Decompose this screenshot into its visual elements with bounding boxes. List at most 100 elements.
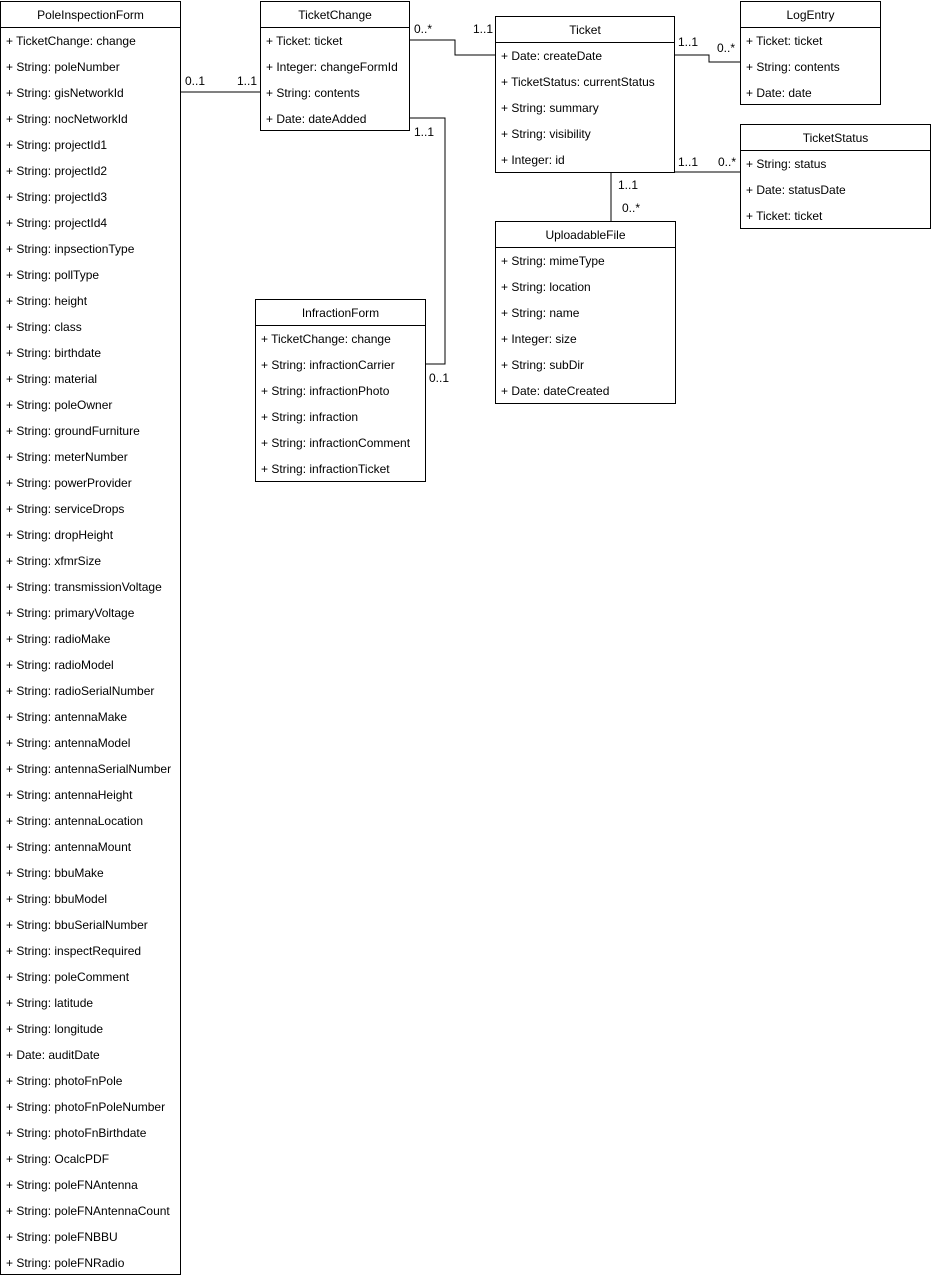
class-title: Ticket bbox=[496, 17, 674, 43]
class-attribute: + String: infractionCarrier bbox=[261, 358, 395, 372]
class-uploadable-file: UploadableFile + String: mimeType+ Strin… bbox=[495, 221, 676, 404]
class-attribute: + TicketChange: change bbox=[6, 34, 136, 48]
class-title: TicketChange bbox=[261, 2, 409, 28]
class-attribute: + String: longitude bbox=[6, 1022, 104, 1036]
class-attribute: + String: bbuMake bbox=[6, 866, 104, 880]
class-attribute: + Date: auditDate bbox=[6, 1048, 100, 1062]
multiplicity-label: 1..1 bbox=[237, 74, 258, 88]
class-attribute: + String: subDir bbox=[501, 358, 585, 372]
multiplicity-label: 0..* bbox=[718, 155, 737, 169]
class-attribute: + String: antennaLocation bbox=[6, 814, 144, 828]
class-attribute: + String: inspectRequired bbox=[6, 944, 142, 958]
class-attribute: + Ticket: ticket bbox=[746, 34, 823, 48]
class-attribute: + String: projectId2 bbox=[6, 164, 108, 178]
class-attribute: + String: groundFurniture bbox=[6, 424, 140, 438]
class-attribute: + String: radioSerialNumber bbox=[6, 684, 155, 698]
multiplicity-label: 1..1 bbox=[678, 35, 699, 49]
attribute-list: + TicketChange: change + String: poleNumb… bbox=[1, 28, 180, 1276]
class-attribute: + String: class bbox=[6, 320, 82, 334]
class-attribute: + Date: createDate bbox=[501, 49, 603, 63]
class-log-entry: LogEntry + Ticket: ticket+ String: conte… bbox=[740, 1, 881, 105]
class-title: InfractionForm bbox=[256, 300, 425, 326]
class-attribute: + Integer: size bbox=[501, 332, 577, 346]
class-ticket-change: TicketChange + Ticket: ticket + Integer: … bbox=[260, 1, 410, 131]
class-attribute: + String: infractionComment bbox=[261, 436, 411, 450]
multiplicity-label: 0..1 bbox=[185, 74, 206, 88]
class-attribute: + String: dropHeight bbox=[6, 528, 114, 542]
attribute-list: + String: status + Date: statusDate + Tick… bbox=[741, 151, 930, 229]
class-attribute: + String: nocNetworkId bbox=[6, 112, 128, 126]
class-attribute: + String: radioModel bbox=[6, 658, 114, 672]
class-attribute: + String: projectId4 bbox=[6, 216, 108, 230]
multiplicity-label: 1..1 bbox=[618, 178, 639, 192]
class-attribute: + String: latitude bbox=[6, 996, 94, 1010]
class-attribute: + String: height bbox=[6, 294, 88, 308]
class-attribute: + String: status bbox=[746, 157, 827, 171]
multiplicity-label: 1..1 bbox=[473, 22, 494, 36]
class-attribute: + String: primaryVoltage bbox=[6, 606, 135, 620]
class-title: TicketStatus bbox=[741, 125, 930, 151]
class-attribute: + String: inpsectionType bbox=[6, 242, 135, 256]
class-attribute: + String: bbuModel bbox=[6, 892, 108, 906]
class-attribute: + String: transmissionVoltage bbox=[6, 580, 162, 594]
class-ticket-status: TicketStatus + String: status + Date: sta… bbox=[740, 124, 931, 229]
class-attribute: + String: antennaModel bbox=[6, 736, 131, 750]
class-pole-inspection-form: PoleInspectionForm + TicketChange: chang… bbox=[0, 1, 181, 1275]
class-attribute: + String: projectId3 bbox=[6, 190, 108, 204]
class-attribute: + String: infractionPhoto bbox=[261, 384, 390, 398]
class-attribute: + Date: statusDate bbox=[746, 183, 846, 197]
class-attribute: + String: photoFnPole bbox=[6, 1074, 123, 1088]
class-attribute: + String: antennaHeight bbox=[6, 788, 133, 802]
class-attribute: + Date: date bbox=[746, 86, 812, 100]
class-attribute: + Integer: id bbox=[501, 153, 565, 167]
multiplicity-label: 1..1 bbox=[678, 155, 699, 169]
class-title: UploadableFile bbox=[496, 222, 675, 248]
class-attribute: + String: contents bbox=[266, 86, 360, 100]
attribute-list: + TicketChange: change+ String: infracti… bbox=[256, 326, 425, 482]
class-attribute: + String: summary bbox=[501, 101, 599, 115]
class-attribute: + String: poleFNRadio bbox=[6, 1256, 125, 1270]
attribute-list: + Ticket: ticket + String: contents + Date… bbox=[741, 28, 880, 106]
attribute-list: + Date: createDate+ TicketStatus: curren… bbox=[496, 43, 674, 173]
multiplicity-label: 1..1 bbox=[414, 125, 435, 139]
class-attribute: + String: material bbox=[6, 372, 98, 386]
multiplicity-label: 0..* bbox=[414, 22, 433, 36]
class-attribute: + String: infractionTicket bbox=[261, 462, 390, 476]
class-ticket: Ticket + Date: createDate+ TicketStatus:… bbox=[495, 16, 675, 173]
class-attribute: + String: gisNetworkId bbox=[6, 86, 124, 100]
class-attribute: + String: serviceDrops bbox=[6, 502, 125, 516]
class-attribute: + String: poleFNAntenna bbox=[6, 1178, 138, 1192]
class-attribute: + String: poleNumber bbox=[6, 60, 120, 74]
class-attribute: + String: poleComment bbox=[6, 970, 130, 984]
class-attribute: + String: antennaMount bbox=[6, 840, 132, 854]
class-attribute: + Date: dateAdded bbox=[266, 112, 367, 126]
class-infraction-form: InfractionForm + TicketChange: change+ S… bbox=[255, 299, 426, 482]
multiplicity-label: 0..1 bbox=[429, 371, 450, 385]
assoc-line-ticket-change-infraction-form bbox=[410, 117, 446, 365]
class-attribute: + String: xfmrSize bbox=[6, 554, 102, 568]
class-attribute: + String: birthdate bbox=[6, 346, 102, 360]
class-attribute: + String: projectId1 bbox=[6, 138, 108, 152]
class-title: PoleInspectionForm bbox=[1, 2, 180, 28]
class-attribute: + String: poleOwner bbox=[6, 398, 113, 412]
class-attribute: + String: photoFnBirthdate bbox=[6, 1126, 147, 1140]
class-attribute: + String: infraction bbox=[261, 410, 359, 424]
assoc-line-ticket-log-entry bbox=[675, 54, 741, 63]
class-attribute: + String: radioMake bbox=[6, 632, 111, 646]
class-attribute: + Date: dateCreated bbox=[501, 384, 610, 398]
attribute-list: + String: mimeType + String: location + St… bbox=[496, 248, 675, 404]
class-attribute: + String: powerProvider bbox=[6, 476, 132, 490]
class-attribute: + String: visibility bbox=[501, 127, 591, 141]
class-attribute: + String: name bbox=[501, 306, 580, 320]
class-attribute: + String: photoFnPoleNumber bbox=[6, 1100, 166, 1114]
class-attribute: + String: bbuSerialNumber bbox=[6, 918, 148, 932]
class-attribute: + Ticket: ticket bbox=[266, 34, 343, 48]
class-attribute: + Integer: changeFormId bbox=[266, 60, 398, 74]
class-attribute: + String: location bbox=[501, 280, 591, 294]
class-attribute: + Ticket: ticket bbox=[746, 209, 823, 223]
class-attribute: + String: meterNumber bbox=[6, 450, 128, 464]
class-attribute: + String: mimeType bbox=[501, 254, 605, 268]
class-attribute: + String: contents bbox=[746, 60, 840, 74]
attribute-list: + Ticket: ticket + Integer: changeFormId +… bbox=[261, 28, 409, 132]
